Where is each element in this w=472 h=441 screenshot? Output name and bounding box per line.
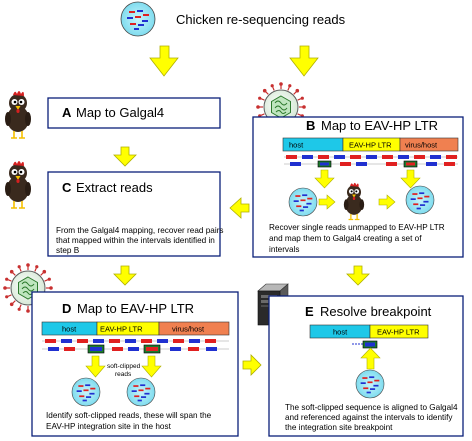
- arrow-b-to-c: [229, 197, 250, 219]
- step-b-reads-cell-left: [288, 187, 318, 217]
- step-c-desc-line-2: that mapped within the intervals identif…: [56, 236, 215, 245]
- step-d-seg-host: host: [62, 325, 77, 334]
- step-e-sequence-bar: [309, 324, 429, 339]
- step-c-letter: C: [62, 180, 72, 195]
- step-e-desc-line-1: The soft-clipped sequence is aligned to …: [285, 403, 458, 412]
- step-d-reads-cell-left: [71, 377, 101, 407]
- step-b-seg-host: host: [289, 141, 304, 150]
- arrow-to-b: [289, 45, 319, 77]
- step-b-title: Map to EAV-HP LTR: [321, 118, 438, 133]
- step-d-title: Map to EAV-HP LTR: [77, 301, 194, 316]
- step-b-arrow-to-chicken-left: [318, 194, 336, 210]
- step-d-box: [31, 291, 239, 437]
- step-b-arrow-left: [314, 169, 335, 189]
- step-c-desc-line-1: From the Galgal4 mapping, recover read p…: [56, 226, 223, 235]
- step-e-soft-clipped-read: [352, 340, 378, 349]
- arrow-d-to-e: [242, 354, 262, 376]
- step-d-seg-ltr: EAV-HP LTR: [100, 325, 143, 334]
- step-b-desc-line-1: Recover single reads unmapped to EAV-HP …: [269, 223, 445, 232]
- step-a-title: Map to Galgal4: [76, 105, 164, 120]
- step-b-arrow-from-chicken: [378, 194, 396, 210]
- step-b-letter: B: [306, 118, 315, 133]
- step-b-desc-line-3: intervals: [269, 245, 300, 254]
- step-e-letter: E: [305, 304, 314, 319]
- step-c-title: Extract reads: [76, 180, 153, 195]
- chicken-icon: [4, 90, 32, 139]
- step-b-reads-cell-right: [405, 185, 435, 215]
- arrow-c-to-d: [113, 265, 137, 286]
- step-d-sequence-bar: [41, 321, 230, 336]
- step-d-desc-line-1: Identify soft-clipped reads, these will …: [46, 411, 212, 420]
- step-d-reads-cell-right: [126, 377, 156, 407]
- step-e-desc-line-2: and referenced against the intervals to …: [285, 413, 453, 422]
- step-c-box: [47, 171, 221, 257]
- top-title: Chicken re-sequencing reads: [176, 12, 346, 27]
- step-b-seg-ltr: EAV-HP LTR: [349, 141, 392, 150]
- step-b-desc-line-2: and map them to Galgal4 creating a set o…: [269, 234, 422, 243]
- step-b-arrow-right: [400, 169, 421, 189]
- reads-cell-icon: [120, 1, 156, 37]
- step-d-note-line-1: soft-clipped: [107, 363, 141, 370]
- step-d-mapped-reads: [42, 339, 229, 354]
- step-d-arrow-right: [141, 355, 162, 378]
- step-d-desc-line-2: EAV-HP integration site in the host: [46, 422, 172, 431]
- step-b-seg-virus-host: virus/host: [405, 141, 438, 150]
- step-e-desc-line-3: the integration site breakpoint: [285, 423, 393, 432]
- step-d-letter: D: [62, 301, 71, 316]
- step-e-reads-cell: [355, 369, 385, 399]
- arrow-to-a: [149, 45, 179, 77]
- arrow-a-to-c: [113, 146, 137, 167]
- step-e-arrow-up: [360, 347, 381, 370]
- step-c-chicken-icon: [4, 160, 32, 209]
- step-d-seg-virus-host: virus/host: [172, 325, 205, 334]
- arrow-b-to-e: [346, 265, 370, 286]
- step-b-sequence-bar: [282, 137, 459, 152]
- step-e-seg-host: host: [333, 328, 348, 337]
- step-e-title: Resolve breakpoint: [320, 304, 432, 319]
- step-c-desc-line-3: step B: [56, 246, 80, 255]
- step-d-note-line-2: reads: [115, 371, 132, 378]
- step-a-box: [47, 97, 221, 129]
- step-b-mapped-reads: [284, 155, 458, 168]
- step-e-box: [268, 295, 464, 437]
- step-e-seg-ltr: EAV-HP LTR: [377, 328, 420, 337]
- step-d-arrow-left: [85, 355, 106, 378]
- arrow-top-left: [127, 41, 181, 95]
- step-a-letter: A: [62, 105, 72, 120]
